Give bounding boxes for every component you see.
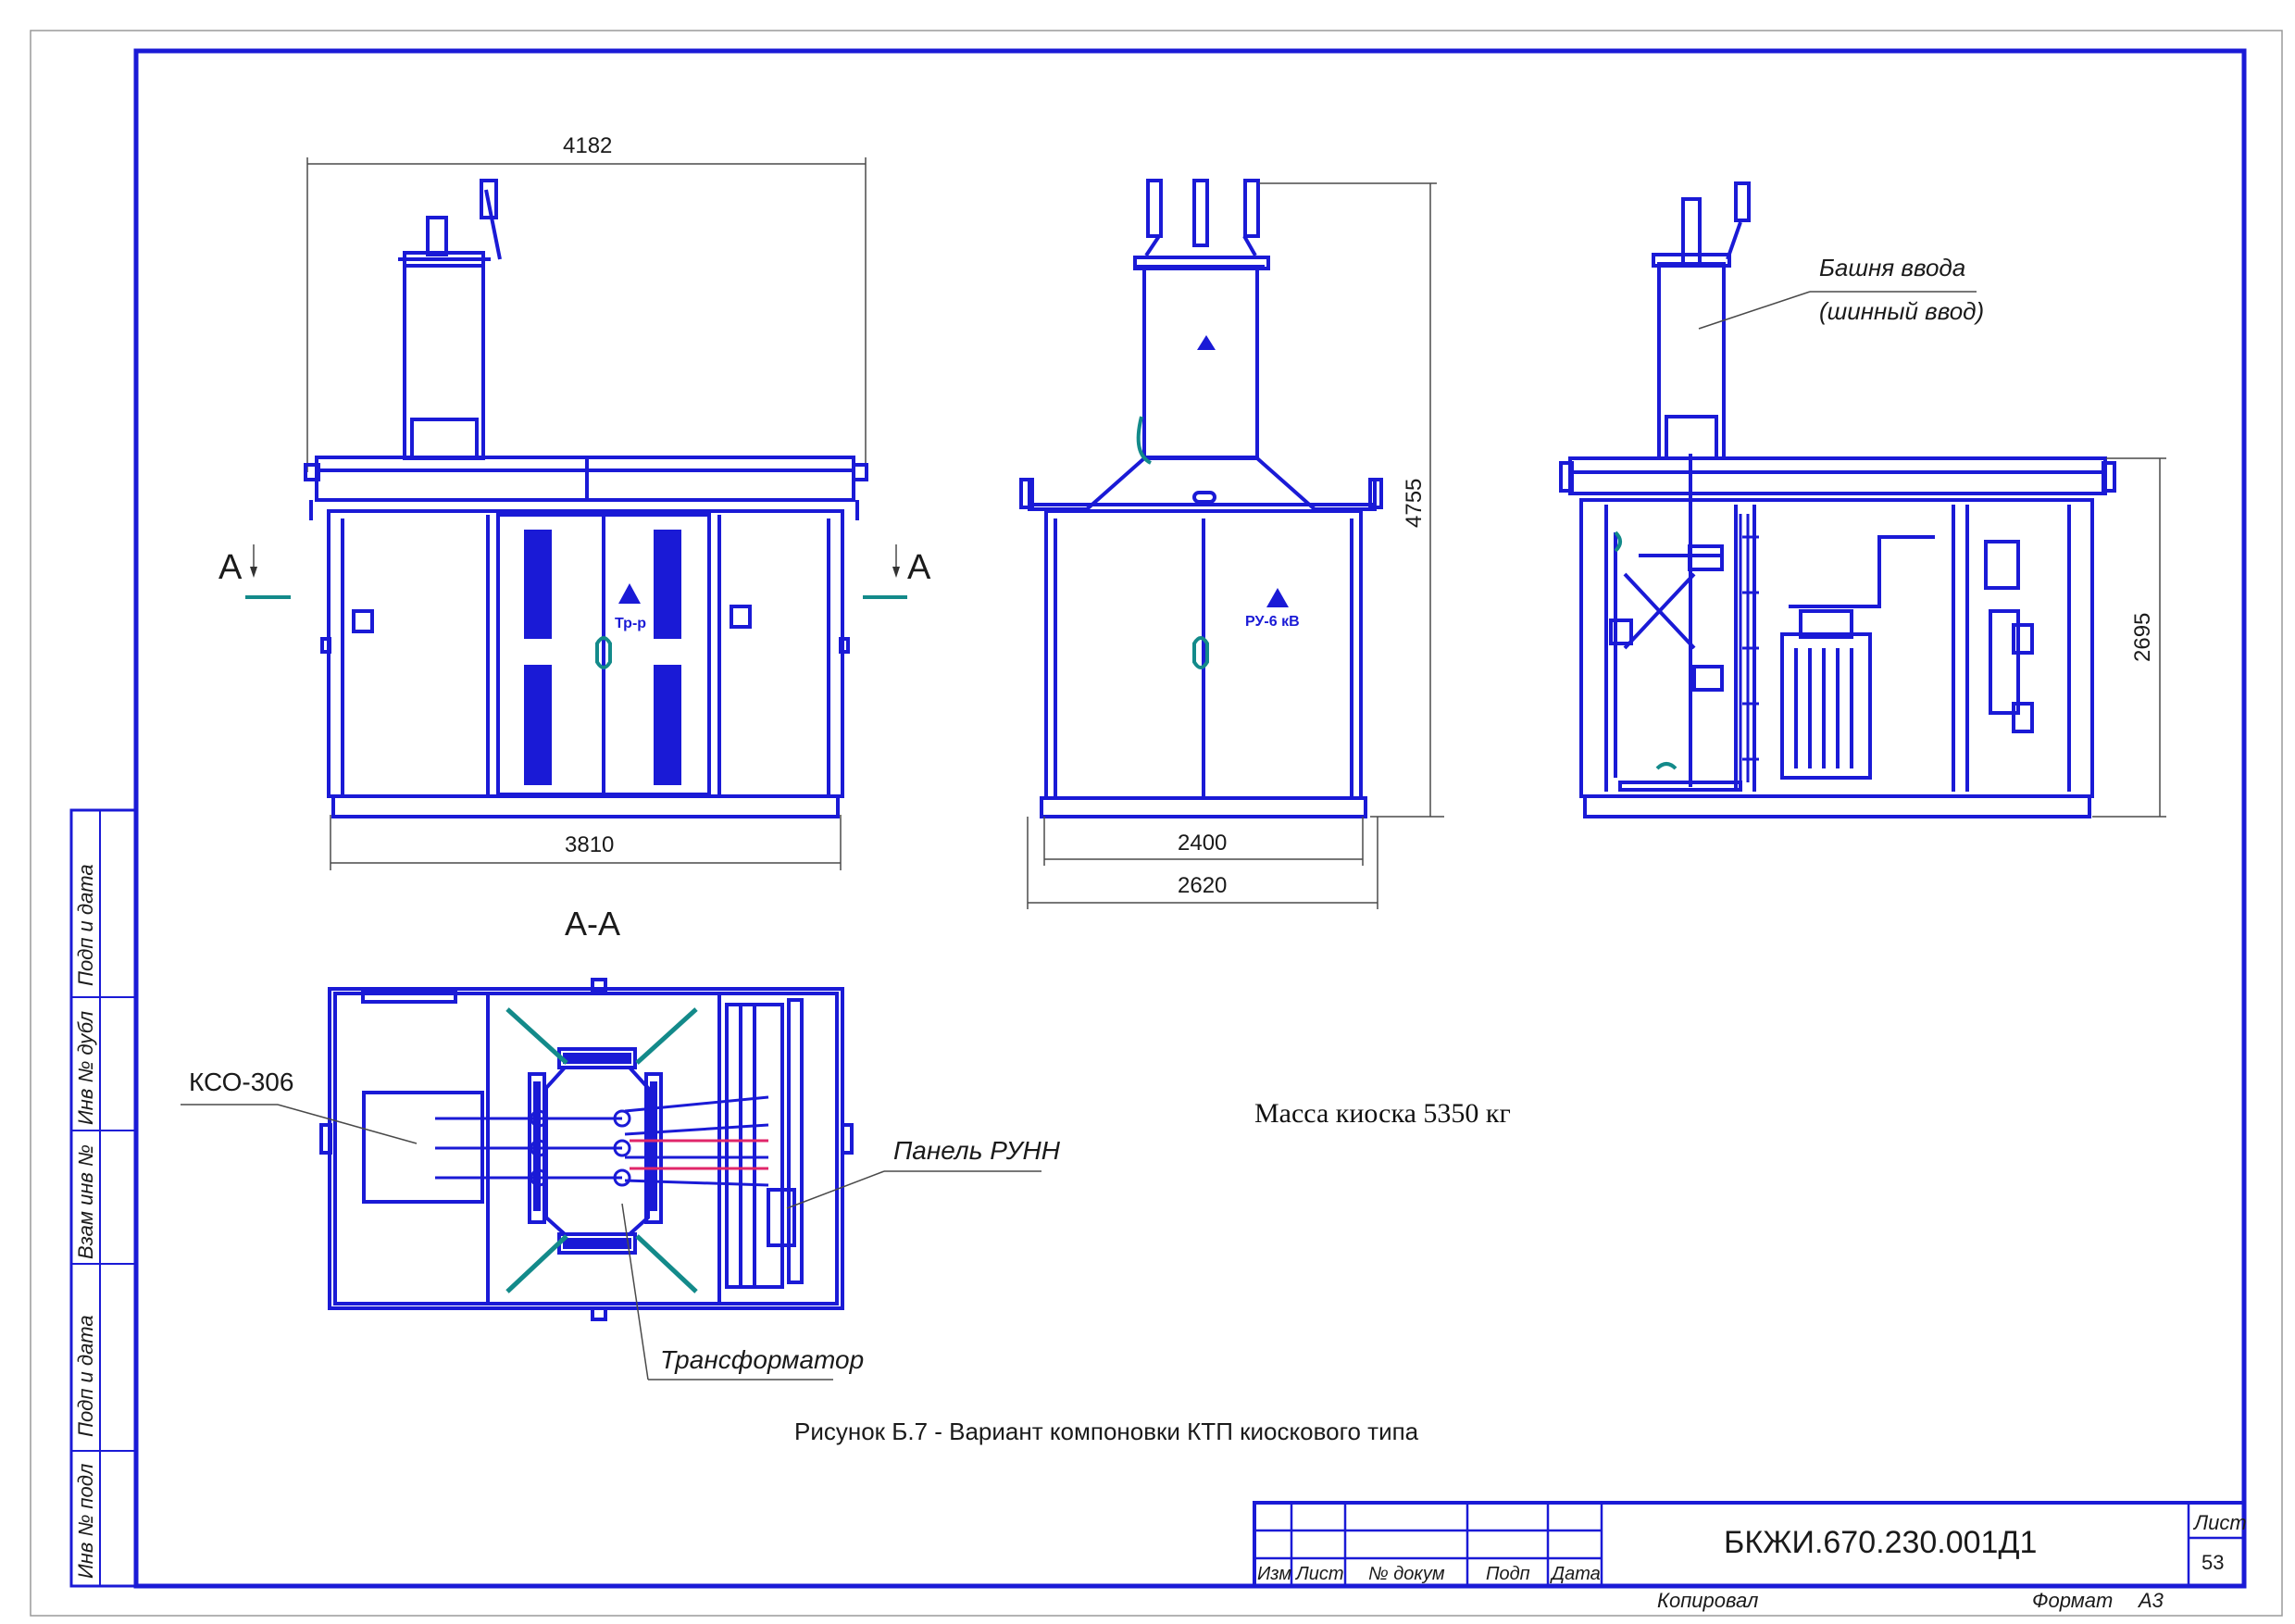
label-hv-door: РУ-6 кВ bbox=[1245, 614, 1300, 630]
front-view: 4182 bbox=[218, 133, 931, 870]
tb-header-podp: Подп bbox=[1486, 1564, 1530, 1584]
tb-sheet-number: 53 bbox=[2201, 1551, 2224, 1574]
outer-trim bbox=[30, 30, 2283, 1617]
sidebar-field-podp-data-2: Подп и дата bbox=[74, 864, 97, 986]
callout-input-tower-line1: Башня ввода bbox=[1819, 254, 1965, 281]
tb-designation: БКЖИ.670.230.001Д1 bbox=[1724, 1525, 2037, 1560]
rear-view: Башня ввода (шинный ввод) 2695 bbox=[1559, 181, 2166, 818]
dim-front-base-width: 3810 bbox=[565, 832, 614, 857]
callout-kso: КСО-306 bbox=[189, 1068, 293, 1096]
tb-copied: Копировал bbox=[1657, 1589, 1758, 1612]
dim-front-overall-width: 4182 bbox=[563, 133, 612, 158]
sidebar-field-inv-dubl: Инв № дубл bbox=[74, 1011, 97, 1125]
drawing-caption: Рисунок Б.7 - Вариант компоновки КТП кио… bbox=[794, 1418, 1419, 1445]
tb-header-data: Дата bbox=[1550, 1564, 1601, 1584]
tb-header-izm: Изм bbox=[1257, 1564, 1291, 1584]
tb-format-value: А3 bbox=[2137, 1589, 2164, 1612]
dim-rear-body-height: 2695 bbox=[2130, 613, 2155, 662]
dim-side-overall-height: 4755 bbox=[1402, 479, 1427, 528]
title-block: Изм Лист № докум Подп Дата БКЖИ.670.230.… bbox=[1253, 1501, 2247, 1612]
section-title: А-А bbox=[565, 905, 620, 943]
mass-note: Масса киоска 5350 кг bbox=[1254, 1098, 1511, 1129]
section-mark-right: А bbox=[907, 548, 931, 587]
tb-header-list: Лист bbox=[1294, 1564, 1344, 1584]
section-mark-left: А bbox=[218, 548, 243, 587]
dim-side-overall-width: 2620 bbox=[1178, 873, 1227, 898]
callout-input-tower-line2: (шинный ввод) bbox=[1819, 297, 1984, 325]
plan-section-a-a: А-А bbox=[181, 905, 1061, 1380]
tb-sheet-label: Лист bbox=[2192, 1511, 2247, 1534]
sidebar-field-vzam-inv: Взам инв № bbox=[74, 1144, 97, 1259]
sidebar-field-inv-podl: Инв № подл bbox=[74, 1464, 97, 1579]
dim-side-inner-width: 2400 bbox=[1178, 831, 1227, 856]
tb-format-label: Формат bbox=[2032, 1589, 2113, 1612]
sidebar: Инв № подл Подп и дата Взам инв № Инв № … bbox=[69, 808, 138, 1588]
side-view: РУ-6 кВ 4755 2400 2620 bbox=[1019, 179, 1444, 909]
tb-header-dokum: № докум bbox=[1368, 1564, 1445, 1584]
callout-lv-panel: Панель РУНН bbox=[893, 1136, 1061, 1165]
callout-transformer: Трансформатор bbox=[660, 1345, 864, 1374]
sidebar-field-podp-data-1: Подп и дата bbox=[74, 1315, 97, 1437]
label-transformer-door: Тр-р bbox=[615, 616, 646, 631]
